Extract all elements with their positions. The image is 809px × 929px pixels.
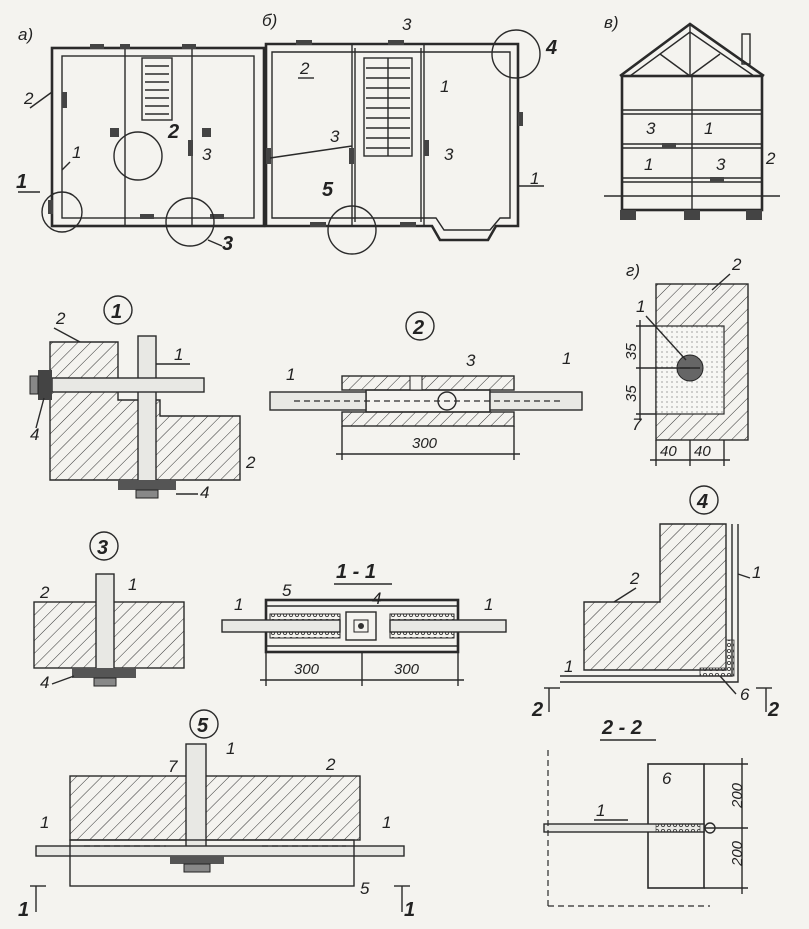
building-section-v: в) 3 1 1 3 2	[604, 13, 780, 220]
svg-text:2: 2	[629, 569, 640, 588]
svg-text:1: 1	[72, 143, 81, 162]
plan-view-a: а)	[18, 25, 266, 247]
svg-text:2: 2	[23, 89, 34, 108]
view-label-b: б)	[262, 11, 277, 30]
svg-text:2: 2	[299, 59, 310, 78]
svg-text:7: 7	[168, 757, 178, 776]
detail-5: 5 7 1 2 1 1 5 1 1	[18, 709, 415, 921]
svg-text:5: 5	[322, 179, 334, 201]
svg-text:4: 4	[696, 491, 708, 513]
svg-text:1: 1	[234, 595, 243, 614]
detail-1: 1 2 1 4 2 4	[29, 295, 256, 502]
section-1-1: 1 - 1 300 300 5 4 1 1	[221, 561, 507, 686]
svg-text:1 - 1: 1 - 1	[336, 561, 376, 583]
svg-text:2: 2	[767, 699, 779, 721]
svg-text:4: 4	[200, 483, 209, 502]
svg-text:1: 1	[636, 297, 645, 316]
svg-text:3: 3	[402, 15, 412, 34]
svg-text:3: 3	[97, 537, 108, 559]
svg-text:1: 1	[382, 813, 391, 832]
svg-text:4: 4	[40, 673, 49, 692]
svg-text:1: 1	[484, 595, 493, 614]
svg-text:1: 1	[111, 301, 122, 323]
svg-text:300: 300	[394, 661, 420, 678]
svg-text:40: 40	[694, 443, 711, 460]
svg-text:35: 35	[623, 385, 640, 402]
svg-text:2 - 2: 2 - 2	[601, 717, 642, 739]
svg-text:1: 1	[226, 739, 235, 758]
svg-text:2: 2	[325, 755, 336, 774]
svg-text:1: 1	[16, 171, 27, 193]
svg-text:1: 1	[286, 365, 295, 384]
plan-callouts: 2 1 1 2 3 3 2 3 1 3 3 4 1 5	[16, 15, 557, 255]
plan-view-b: б)	[262, 11, 541, 255]
svg-text:2: 2	[731, 255, 742, 274]
svg-text:2: 2	[39, 583, 50, 602]
svg-text:6: 6	[662, 769, 672, 788]
svg-text:1: 1	[404, 899, 415, 921]
svg-text:1: 1	[128, 575, 137, 594]
svg-text:3: 3	[202, 145, 212, 164]
svg-text:1: 1	[704, 119, 713, 138]
svg-text:3: 3	[646, 119, 656, 138]
svg-text:1: 1	[644, 155, 653, 174]
detail-2: 2 300 1 3 1	[269, 311, 583, 460]
view-label-g: г)	[626, 261, 640, 280]
svg-text:5: 5	[360, 879, 370, 898]
detail-g: г) 35 35 40 40 2 1 7	[623, 255, 749, 466]
svg-text:1: 1	[40, 813, 49, 832]
svg-text:2: 2	[412, 317, 424, 339]
svg-text:2: 2	[245, 453, 256, 472]
detail-4: 4 2 1 1 6 2 2	[531, 485, 779, 721]
svg-text:2: 2	[531, 699, 543, 721]
svg-text:1: 1	[596, 801, 605, 820]
svg-text:5: 5	[197, 715, 209, 737]
svg-text:3: 3	[716, 155, 726, 174]
svg-text:1: 1	[530, 169, 539, 188]
svg-text:1: 1	[752, 563, 761, 582]
svg-text:3: 3	[466, 351, 476, 370]
svg-text:6: 6	[740, 685, 750, 704]
svg-text:300: 300	[412, 435, 438, 452]
svg-text:35: 35	[623, 343, 640, 360]
svg-text:3: 3	[330, 127, 340, 146]
svg-text:200: 200	[729, 782, 746, 809]
svg-text:7: 7	[632, 415, 642, 434]
svg-text:2: 2	[55, 309, 66, 328]
svg-text:1: 1	[440, 77, 449, 96]
view-label-v: в)	[604, 13, 619, 32]
svg-text:4: 4	[545, 37, 557, 59]
section-2-2: 2 - 2 200 200 6 1	[543, 717, 748, 907]
svg-text:200: 200	[729, 840, 746, 867]
svg-text:3: 3	[222, 233, 233, 255]
svg-text:1: 1	[18, 899, 29, 921]
svg-text:1: 1	[564, 657, 573, 676]
svg-text:3: 3	[444, 145, 454, 164]
svg-text:4: 4	[372, 589, 381, 608]
svg-text:1: 1	[562, 349, 571, 368]
detail-3: 3 2 1 4	[33, 531, 185, 692]
svg-text:1: 1	[174, 345, 183, 364]
svg-text:5: 5	[282, 581, 292, 600]
svg-text:4: 4	[30, 425, 39, 444]
svg-text:2: 2	[167, 121, 179, 143]
svg-text:2: 2	[765, 149, 776, 168]
view-label-a: а)	[18, 25, 33, 44]
svg-text:300: 300	[294, 661, 320, 678]
svg-text:40: 40	[660, 443, 677, 460]
